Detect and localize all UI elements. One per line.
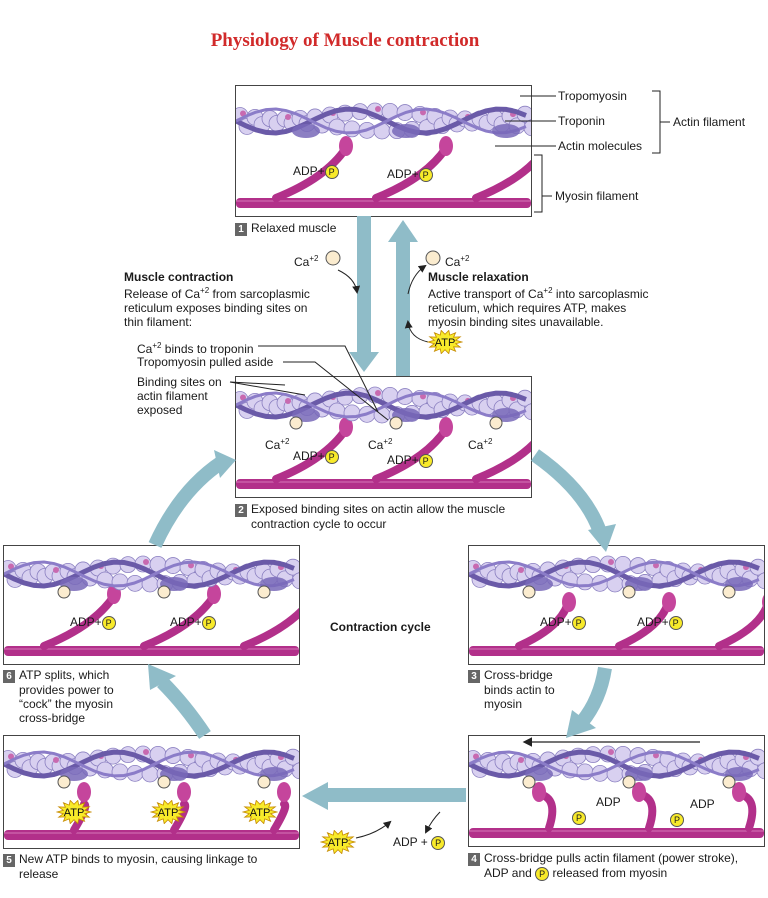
label-adp: ADP [596, 795, 621, 809]
arrow-cycle-3-4 [576, 666, 612, 727]
svg-text:ATP: ATP [158, 807, 179, 819]
svg-text:ATP: ATP [250, 807, 271, 819]
phosphate-icon: P [572, 810, 586, 825]
label-adp: ADP [690, 797, 715, 811]
phosphate-icon: P [101, 615, 116, 630]
filament-drawing [236, 102, 531, 208]
phosphate-icon: P [418, 453, 433, 468]
phosphate-icon: P [324, 164, 339, 179]
label-adp-p: ADP+P [387, 453, 433, 468]
svg-text:ATP: ATP [328, 837, 349, 849]
svg-text:ATP: ATP [435, 337, 456, 349]
label-adp-p: ADP+P [170, 615, 216, 630]
label-tropomyosin-pulled-aside: Tropomyosin pulled aside [137, 355, 274, 369]
label-ca-in: Ca+2 [294, 254, 319, 269]
arrow-up-relaxation [396, 240, 410, 376]
label-adp-p: ADP+P [387, 167, 433, 182]
label-myosin-filament: Myosin filament [555, 189, 639, 203]
label-contraction-cycle: Contraction cycle [330, 620, 431, 634]
label-tropomyosin: Tropomyosin [558, 89, 627, 103]
label-ca: Ca+2 [468, 437, 493, 452]
phosphate-icon: P [670, 812, 684, 827]
contraction-text: Muscle contraction Release of Ca+2 from … [124, 270, 310, 329]
label-adp-p: ADP+P [293, 449, 339, 464]
calcium-icon [325, 250, 341, 266]
panel-cross-bridge-binds [468, 545, 765, 665]
phosphate-icon: P [431, 835, 446, 850]
label-ca-out: Ca+2 [445, 254, 470, 269]
label-actin-molecules: Actin molecules [558, 139, 643, 153]
svg-text:ATP: ATP [64, 807, 85, 819]
panel-relaxed-muscle [235, 85, 532, 217]
arrow-cycle-6-2 [148, 456, 226, 548]
label-adp-p: ADP+P [70, 615, 116, 630]
relaxation-text: Muscle relaxation Active transport of Ca… [428, 270, 649, 329]
panel-atp-splits [3, 545, 300, 665]
arrow-down-contraction [357, 216, 371, 354]
label-troponin: Troponin [558, 114, 605, 128]
phosphate-icon: P [571, 615, 586, 630]
phosphate-icon: P [324, 449, 339, 464]
arrow-cycle-2-3 [530, 449, 607, 535]
filament-drawing [4, 745, 299, 840]
page-title: Physiology of Muscle contraction [210, 30, 480, 51]
label-adp-p: ADP+P [540, 615, 586, 630]
filament-drawing [469, 745, 764, 838]
label-ca: Ca+2 [265, 437, 290, 452]
atp-icon: ATP [149, 799, 187, 829]
phosphate-icon: P [418, 167, 433, 182]
atp-icon: ATP [55, 799, 93, 829]
label-ca: Ca+2 [368, 437, 393, 452]
atp-icon: ATP [426, 329, 464, 359]
panel-atp-binds [3, 735, 300, 849]
panel-power-stroke [468, 735, 765, 847]
arrow-cycle-5-6 [157, 677, 211, 739]
label-binding-sites: Binding sites on actin filament exposed [137, 375, 222, 417]
label-ca-binds-troponin: Ca+2 binds to troponin [137, 341, 254, 356]
phosphate-icon: P [201, 615, 216, 630]
filament-drawing [469, 555, 764, 656]
phosphate-icon: P [535, 866, 550, 881]
filament-drawing [4, 555, 299, 656]
label-adp-plus-p: ADP + P [393, 835, 446, 850]
label-adp-p: ADP+P [637, 615, 683, 630]
calcium-icon [425, 250, 441, 266]
atp-icon: ATP [319, 829, 357, 859]
label-actin-filament: Actin filament [673, 115, 746, 129]
phosphate-icon: P [668, 615, 683, 630]
label-adp-p: ADP+P [293, 164, 339, 179]
atp-icon: ATP [241, 799, 279, 829]
panel-exposed-sites [235, 376, 532, 498]
